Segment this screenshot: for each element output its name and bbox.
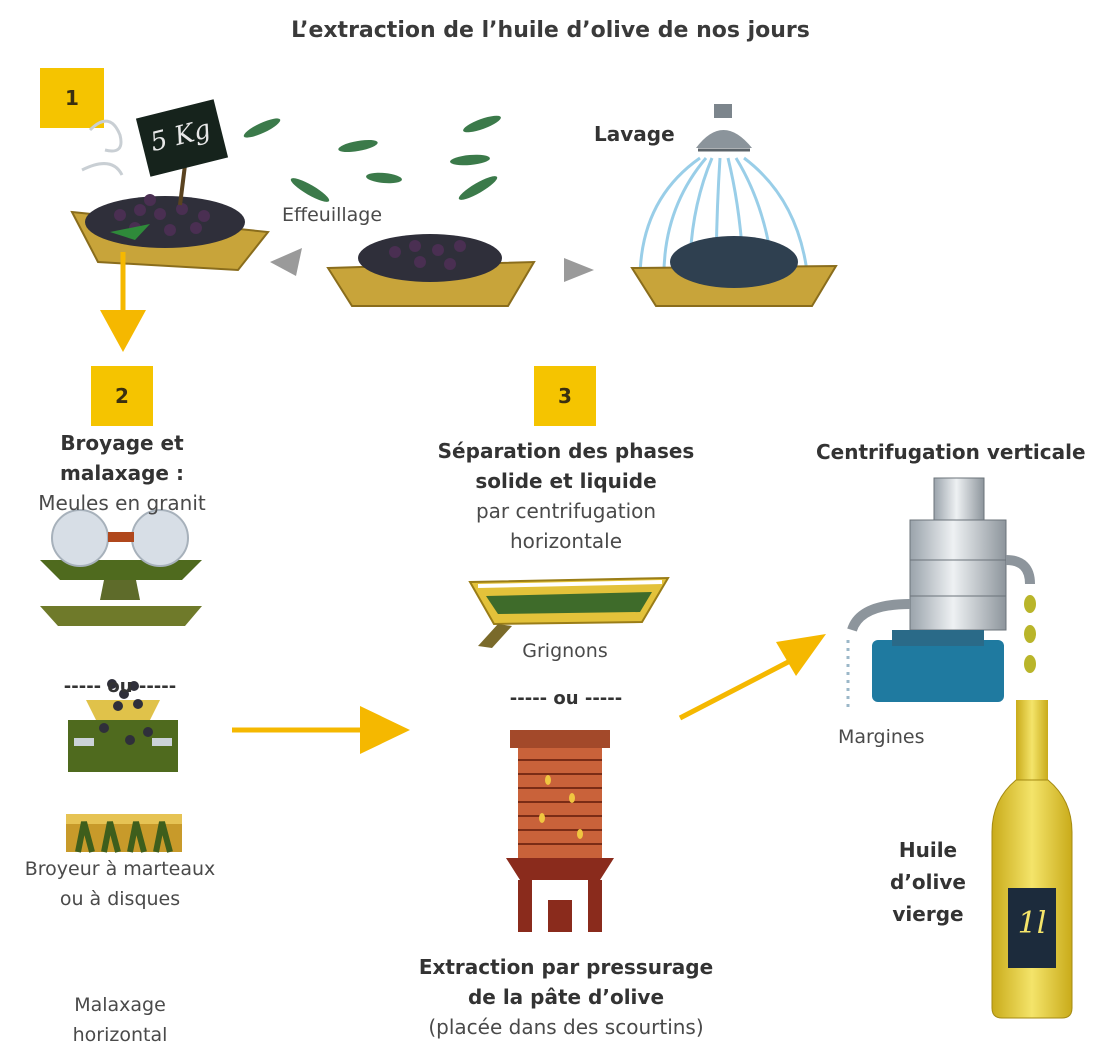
basket-sorted-icon xyxy=(326,234,536,307)
yellow-arrow-down xyxy=(100,252,146,352)
step-badge-1: 1 xyxy=(40,68,104,128)
step2-title-line1: Broyage et xyxy=(60,431,184,455)
oil-drops-icon xyxy=(1024,595,1036,673)
effeuillage-label: Effeuillage xyxy=(282,204,383,226)
margines-label: Margines xyxy=(838,726,925,748)
malaxage-label-line1: Malaxage xyxy=(74,994,166,1016)
step-badge-3: 3 xyxy=(534,366,596,426)
step2-title-line2: malaxage : xyxy=(60,461,184,485)
grey-arrow-2 xyxy=(564,258,594,282)
oil-label-line2: d’olive xyxy=(890,870,966,894)
step3-title-line1: Séparation des phases xyxy=(437,439,695,463)
shower-head-icon xyxy=(696,104,752,152)
step3-title-line2: solide et liquide xyxy=(475,469,657,493)
step3-sub-line2: horizontale xyxy=(509,529,623,553)
press-label-line2: de la pâte d’olive xyxy=(467,985,665,1009)
horizontal-malaxer-icon xyxy=(66,814,182,853)
olive-leaves-icon xyxy=(243,115,501,202)
bottle-label: 1l xyxy=(1017,906,1047,941)
wind-swirl-icon xyxy=(81,119,124,176)
step3-sub-line1: par centrifugation xyxy=(475,499,657,523)
press-label-line3: (placée dans des scourtins) xyxy=(428,1015,704,1039)
oil-label-line3: vierge xyxy=(892,902,964,926)
olive-basket-icon xyxy=(70,194,270,272)
horizontal-centrifuge-icon xyxy=(468,576,670,648)
vertical-centrifuge-icon xyxy=(847,477,1035,702)
granite-millstones-icon xyxy=(40,509,202,626)
grignons-label: Grignons xyxy=(522,640,608,662)
olive-press-icon xyxy=(506,730,614,932)
malaxage-label-line2: horizontal xyxy=(72,1024,168,1046)
oil-label-line1: Huile xyxy=(898,838,958,862)
step3-or-separator: ----- ou ----- xyxy=(509,688,623,709)
oil-bottle-icon xyxy=(991,700,1073,1019)
washing-basket-icon xyxy=(630,236,838,307)
yellow-arrow-right xyxy=(232,706,410,754)
step-badge-2: 2 xyxy=(91,366,153,426)
meules-label: Meules en granit xyxy=(38,491,206,515)
yellow-arrow-diagonal xyxy=(678,634,826,721)
broyeur-label-line2: ou à disques xyxy=(59,888,181,910)
grey-arrow-1 xyxy=(270,248,302,276)
hammer-crusher-icon xyxy=(68,679,178,772)
step2-or-separator: ----- ou ----- xyxy=(63,676,177,697)
press-label-line1: Extraction par pressurage xyxy=(418,955,714,979)
centrifugation-verticale-label: Centrifugation verticale xyxy=(816,440,1086,464)
page-title: L’extraction de l’huile d’olive de nos j… xyxy=(291,18,810,43)
lavage-label: Lavage xyxy=(594,122,675,146)
broyeur-label-line1: Broyeur à marteaux xyxy=(24,858,216,880)
weight-sign-icon xyxy=(135,99,229,206)
